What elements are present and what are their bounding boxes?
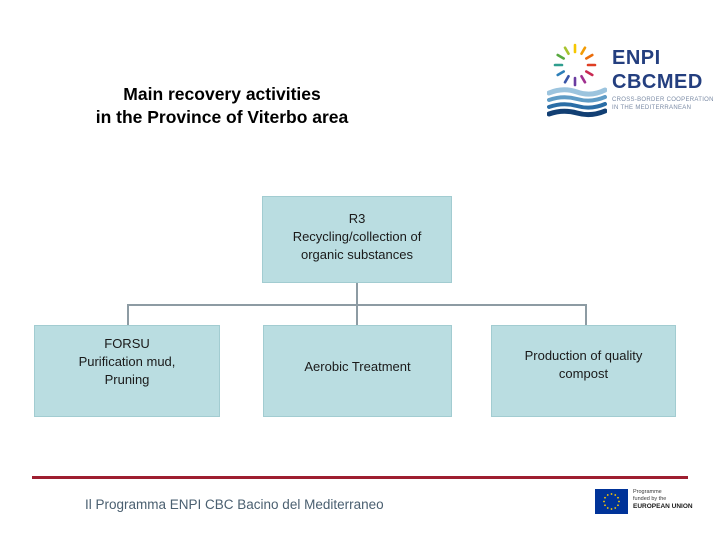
connector-root-down [356, 283, 358, 305]
eu-funding-line2: funded by the [633, 496, 667, 502]
connector-drop-left [127, 305, 129, 325]
sun-of-figures-over-waves-icon [547, 43, 607, 118]
footer-divider-line [32, 476, 688, 479]
logo-tagline: CROSS-BORDER COOPERATION IN THE MEDITERR… [612, 97, 714, 111]
slide-title: Main recovery activities in the Province… [95, 84, 349, 127]
logo-enpi-text: ENPI [612, 47, 661, 69]
diagram-box-quality-compost: Production of quality compost [491, 325, 676, 417]
eu-flag-icon [595, 489, 628, 514]
eu-funding-line3: EUROPEAN UNION [633, 503, 693, 510]
eu-funding-line1: Programme [633, 489, 662, 495]
logo-cbcmed-text: CBCMED [612, 71, 703, 93]
diagram-box-forsu: FORSU Purification mud, Pruning [34, 325, 220, 417]
enpi-cbcmed-wordmark: ENPI CBCMED CROSS-BORDER COOPERATION IN … [612, 46, 714, 112]
diagram-box-aerobic-treatment: Aerobic Treatment [263, 325, 452, 417]
connector-drop-right [585, 305, 587, 325]
eu-funding-text: Programme funded by the EUROPEAN UNION [633, 489, 693, 510]
connector-drop-middle [356, 305, 358, 325]
footer-program-text: Il Programma ENPI CBC Bacino del Mediter… [85, 497, 384, 512]
diagram-box-recycling-root: R3 Recycling/collection of organic subst… [262, 196, 452, 283]
